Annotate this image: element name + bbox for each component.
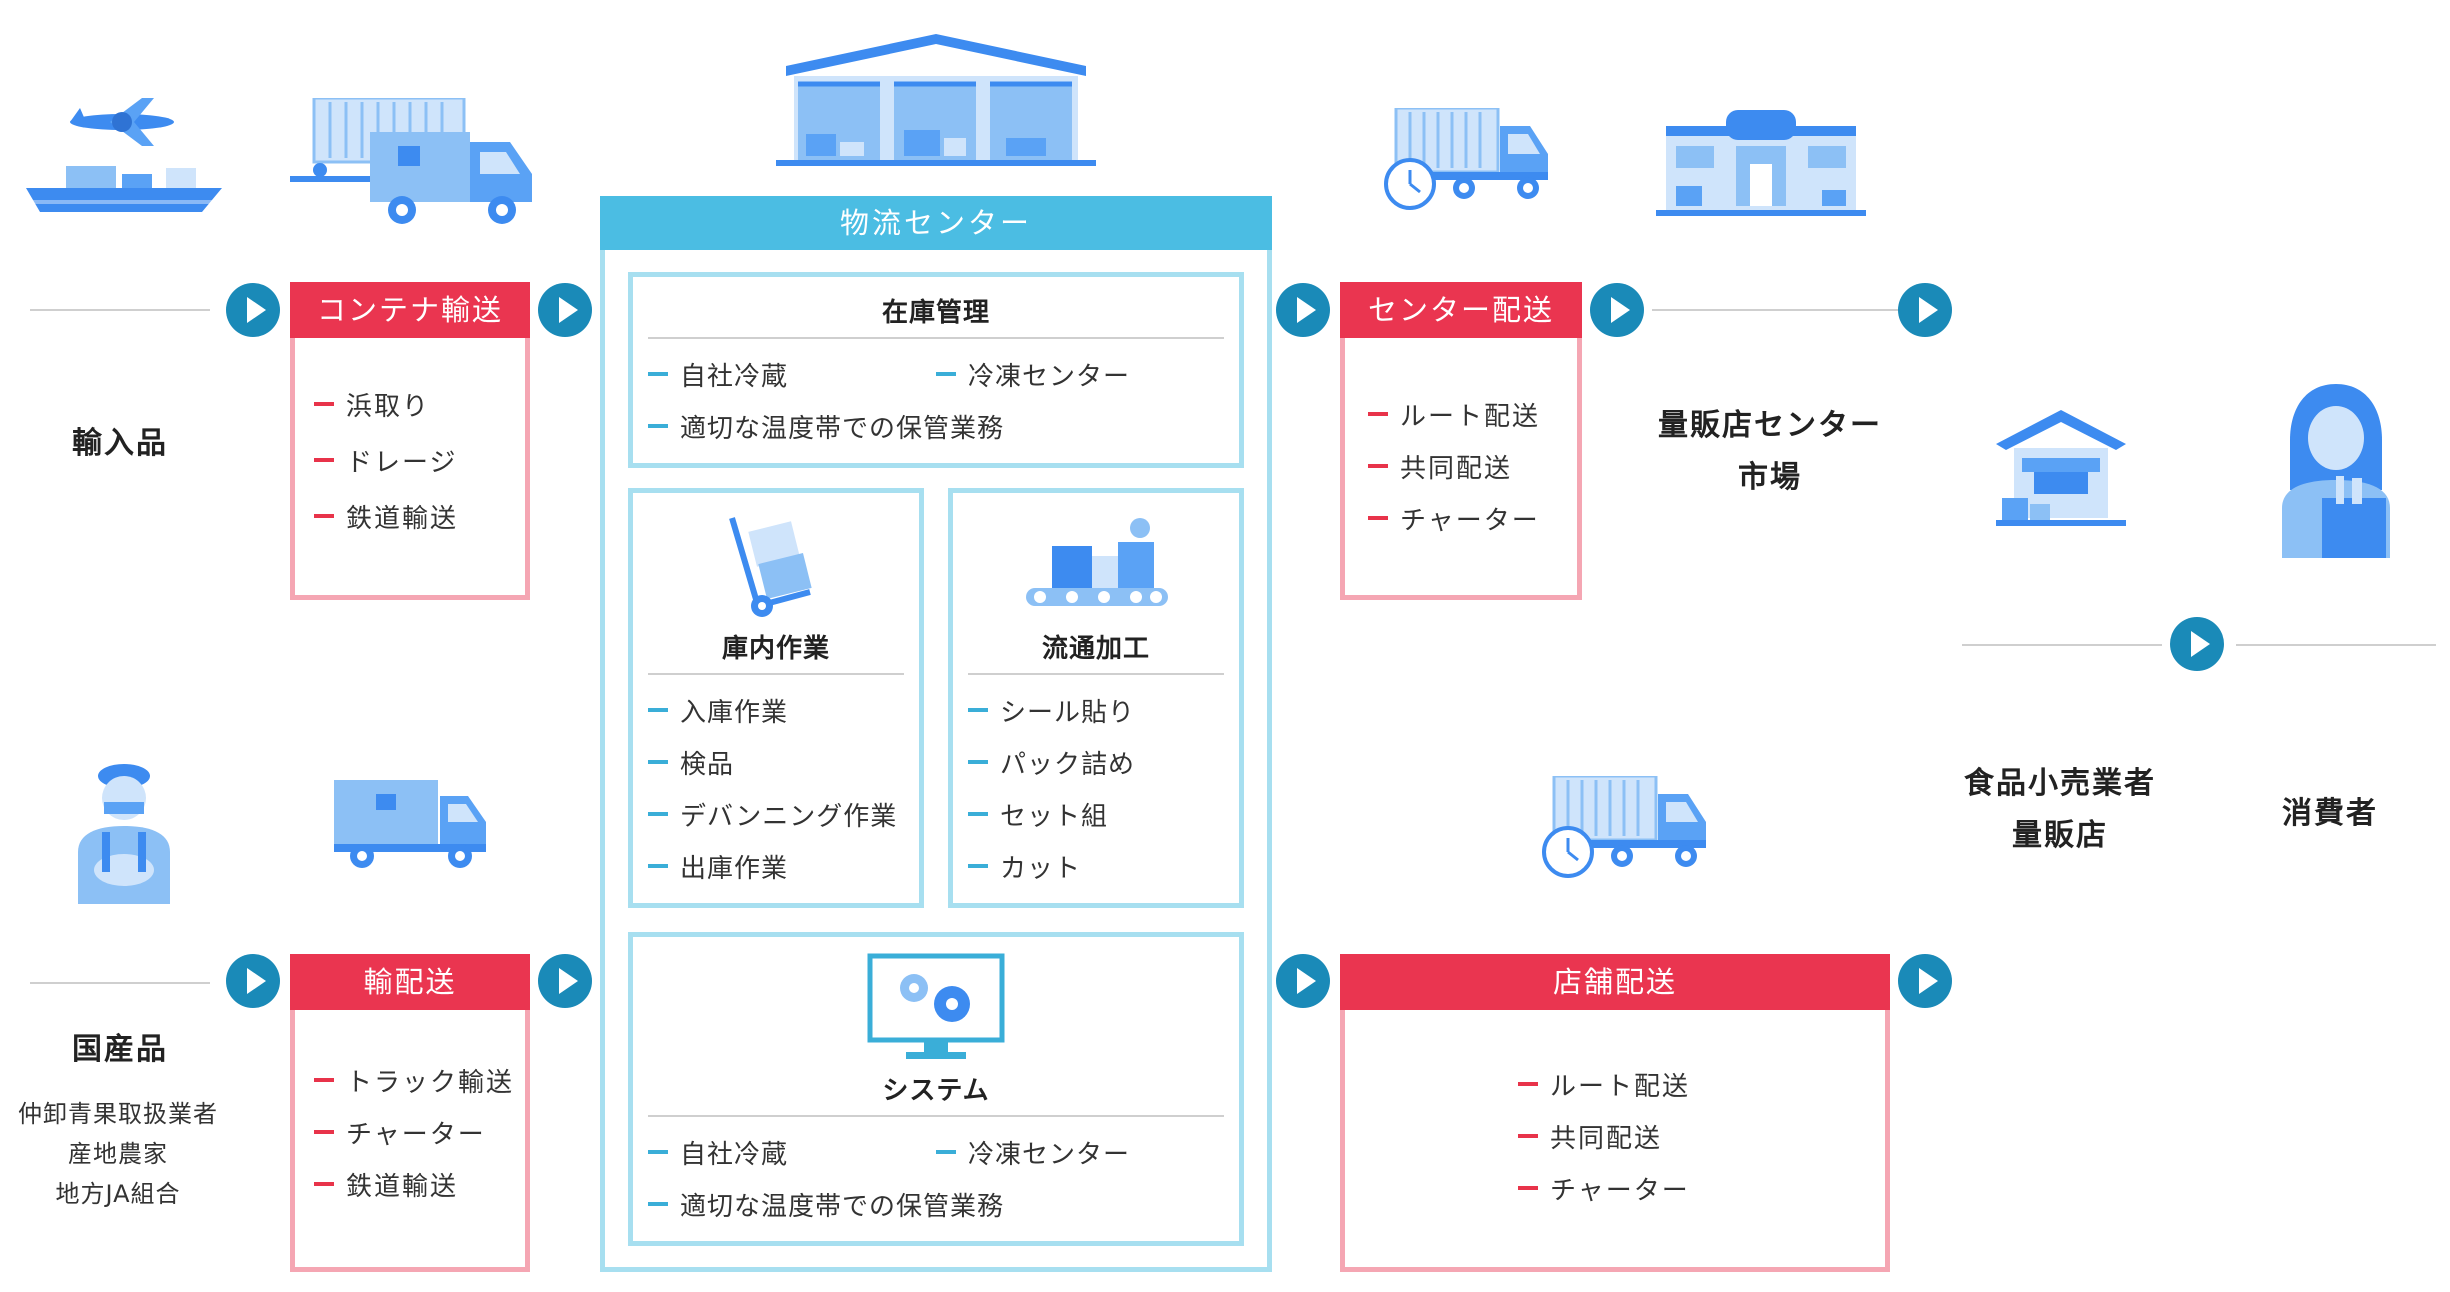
list-item: 浜取り xyxy=(313,386,430,423)
clock-truck-icon xyxy=(1542,776,1706,878)
list-item: チャーター xyxy=(314,1114,486,1151)
flow-line xyxy=(2236,644,2436,646)
box-truck-icon xyxy=(334,780,486,868)
list-item: 共同配送 xyxy=(1367,448,1512,485)
center-delivery-title: センター配送 xyxy=(1340,282,1582,338)
logistics-center-title: 物流センター xyxy=(600,196,1272,250)
list-item: 検品 xyxy=(647,744,734,781)
flow-arrow-icon xyxy=(1590,283,1644,337)
container-transport-box xyxy=(290,336,530,600)
hand-truck-icon xyxy=(729,517,812,617)
list-item: 適切な温度帯での保管業務 xyxy=(647,1186,1004,1223)
list-item: 自社冷蔵 xyxy=(647,1134,788,1171)
flow-line xyxy=(30,309,210,311)
inventory-title: 在庫管理 xyxy=(881,298,990,328)
flow-arrow-icon xyxy=(1276,283,1330,337)
list-item: 鉄道輸送 xyxy=(313,498,458,535)
divider xyxy=(648,337,1224,339)
list-item: パック詰め xyxy=(967,744,1135,781)
store-delivery-box xyxy=(1340,1008,1890,1272)
domestic-label: 国産品 xyxy=(72,1032,168,1067)
list-item: トラック輸送 xyxy=(313,1062,514,1099)
flow-arrow-icon xyxy=(1898,954,1952,1008)
farmer-icon xyxy=(78,764,170,904)
list-item: 鉄道輸送 xyxy=(313,1166,458,1203)
airplane-icon xyxy=(70,98,174,146)
flow-arrow-icon xyxy=(226,954,280,1008)
flow-arrow-icon xyxy=(538,283,592,337)
source-item: 地方JA組合 xyxy=(55,1180,181,1208)
retail-shop-icon xyxy=(1996,410,2126,526)
list-item: チャーター xyxy=(1518,1170,1690,1207)
warehouse-icon xyxy=(776,34,1096,166)
flow-line xyxy=(1962,644,2162,646)
container-truck-icon xyxy=(290,98,532,224)
list-item: 冷凍センター xyxy=(935,1134,1130,1171)
store-building-icon xyxy=(1656,110,1866,216)
transport-box xyxy=(290,1008,530,1272)
list-item: 自社冷蔵 xyxy=(647,356,788,393)
flow-arrow-icon xyxy=(1276,954,1330,1008)
flow-arrow-icon xyxy=(2170,617,2224,671)
center-delivery-box xyxy=(1340,336,1582,600)
list-item: ルート配送 xyxy=(1367,396,1540,433)
clock-truck-icon xyxy=(1384,108,1548,210)
list-item: カット xyxy=(967,848,1081,885)
mass-retailer-label: 量販店 xyxy=(2012,818,2108,853)
divider xyxy=(968,673,1224,675)
source-item: 産地農家 xyxy=(68,1140,168,1168)
inventory-box xyxy=(628,272,1244,468)
source-item: 仲卸青果取扱業者 xyxy=(18,1100,218,1128)
flow-arrow-icon xyxy=(226,283,280,337)
container-transport-title: コンテナ輸送 xyxy=(290,282,530,338)
list-item: チャーター xyxy=(1368,500,1540,537)
list-item: セット組 xyxy=(967,796,1108,833)
divider xyxy=(648,673,904,675)
mass-retail-center-label: 量販店センター xyxy=(1658,408,1882,443)
ship-icon xyxy=(26,166,222,212)
flow-line xyxy=(1652,309,1900,311)
flow-arrow-icon xyxy=(538,954,592,1008)
divider xyxy=(648,1115,1224,1117)
list-item: デバンニング作業 xyxy=(647,796,897,833)
monitor-gear-icon xyxy=(867,953,1005,1059)
flow-arrow-icon xyxy=(1898,283,1952,337)
warehouse-work-title: 庫内作業 xyxy=(721,634,830,664)
food-retailer-label: 食品小売業者 xyxy=(1964,766,2156,801)
list-item: 適切な温度帯での保管業務 xyxy=(647,408,1004,445)
consumer-label: 消費者 xyxy=(2282,796,2378,831)
flow-line xyxy=(30,982,210,984)
conveyor-icon xyxy=(1026,518,1168,606)
transport-title: 輸配送 xyxy=(290,954,530,1010)
system-title: システム xyxy=(882,1076,990,1106)
list-item: ドレージ xyxy=(313,442,457,479)
consumer-icon xyxy=(2282,384,2390,558)
list-item: シール貼り xyxy=(967,692,1135,729)
list-item: 出庫作業 xyxy=(647,848,788,885)
list-item: ルート配送 xyxy=(1517,1066,1690,1103)
imports-label: 輸入品 xyxy=(72,426,168,461)
market-label: 市場 xyxy=(1738,460,1802,495)
list-item: 入庫作業 xyxy=(647,692,788,729)
processing-title: 流通加工 xyxy=(1041,634,1150,664)
list-item: 冷凍センター xyxy=(935,356,1130,393)
store-delivery-title: 店舗配送 xyxy=(1340,954,1890,1010)
list-item: 共同配送 xyxy=(1517,1118,1662,1155)
